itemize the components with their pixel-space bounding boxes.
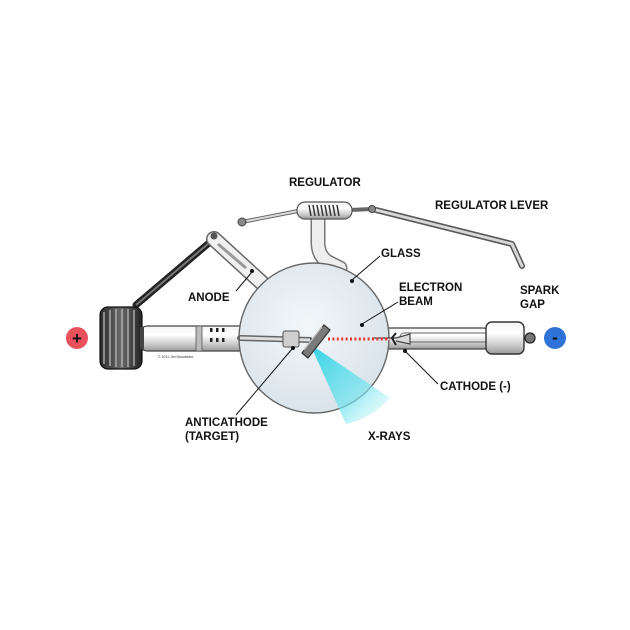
anode-tube xyxy=(206,231,270,291)
negative-terminal: - xyxy=(544,327,566,349)
copyright-text: © 2011 Jim Woodward xyxy=(158,355,193,359)
anode-lever-rod xyxy=(132,233,220,309)
label-glass: GLASS xyxy=(381,248,421,260)
label-regulator: REGULATOR xyxy=(289,177,361,189)
label-electron-beam-line1: ELECTRON xyxy=(399,282,462,294)
label-electron-beam-line2: BEAM xyxy=(399,296,433,308)
regulator-coil xyxy=(308,204,340,217)
label-anode: ANODE xyxy=(188,292,230,304)
label-xrays: X-RAYS xyxy=(368,431,411,443)
positive-sign: + xyxy=(72,329,82,348)
label-regulator-lever: REGULATOR LEVER xyxy=(435,200,549,212)
label-spark-gap-line1: SPARK xyxy=(520,285,560,297)
radiator-coil xyxy=(99,306,144,370)
xray-beam xyxy=(310,344,390,424)
label-anticathode-line2: (TARGET) xyxy=(185,431,239,443)
negative-sign: - xyxy=(552,328,558,347)
positive-terminal: + xyxy=(66,327,88,349)
cathode-cup xyxy=(390,332,397,346)
main-tube: © 2011 Jim Woodward xyxy=(137,321,536,359)
label-spark-gap-line2: GAP xyxy=(520,299,545,311)
regulator-lever xyxy=(369,206,525,269)
internal-rods xyxy=(237,330,411,348)
anticathode-target xyxy=(301,324,331,359)
label-cathode: CATHODE (-) xyxy=(440,381,511,393)
label-anticathode-line1: ANTICATHODE xyxy=(185,417,268,429)
regulator-tube xyxy=(237,201,376,276)
leader-lines xyxy=(235,255,439,416)
